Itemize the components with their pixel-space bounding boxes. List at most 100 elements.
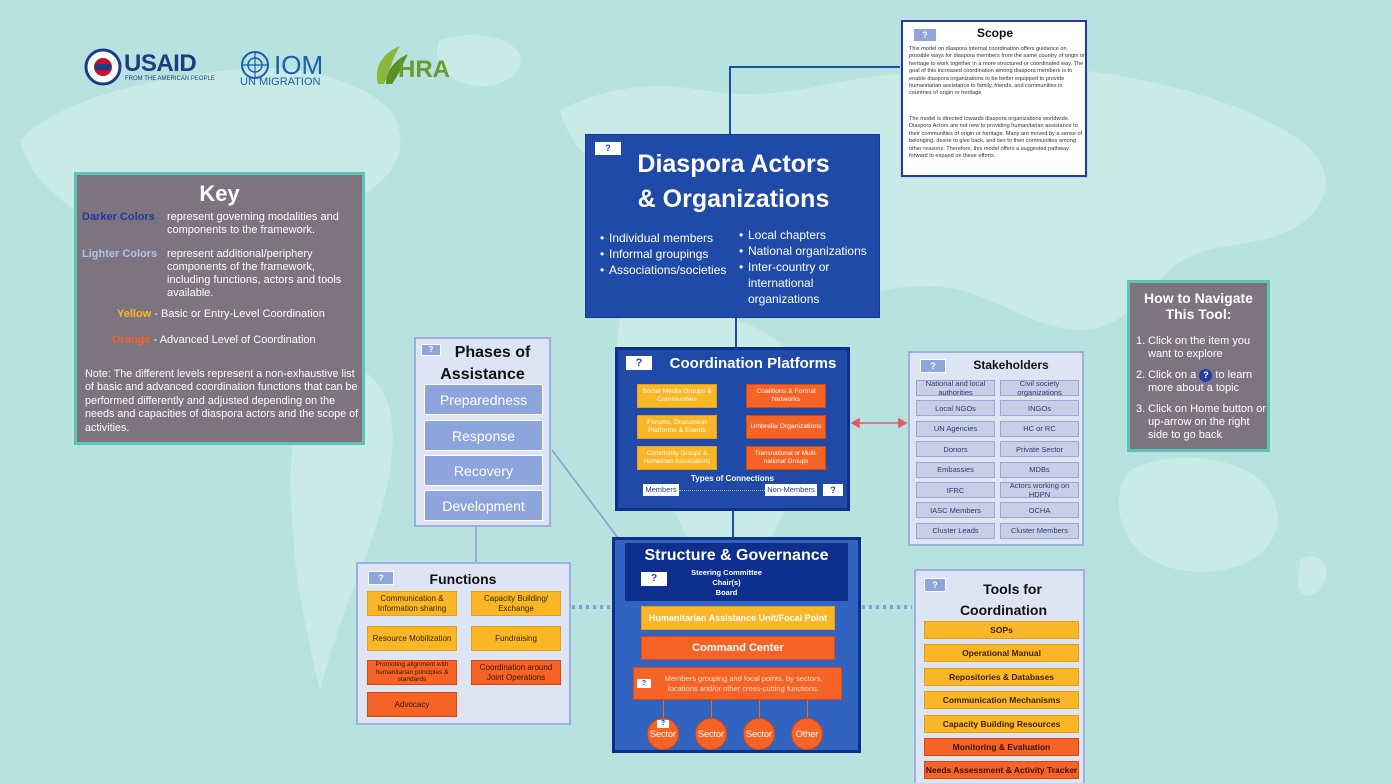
phases-panel[interactable]: ? Phases of Assistance Preparedness Resp… [414, 337, 551, 527]
key-darker-text: represent governing modalities and compo… [167, 211, 339, 236]
function-joint-operations[interactable]: Coordination around Joint Operations [471, 660, 561, 685]
actors-title-line2: & Organizations [637, 185, 830, 213]
phase-development[interactable]: Development [424, 490, 543, 521]
members-help-button[interactable]: ? [637, 679, 651, 688]
stakeholder-item[interactable]: UN Agencies [916, 420, 995, 437]
platform-community-groups[interactable]: Community Groups & Hometown Associations [637, 446, 717, 470]
connections-help-button[interactable]: ? [823, 484, 843, 496]
function-resource-mobilization[interactable]: Resource Mobilization [367, 626, 457, 651]
steering-committee: Steering Committee [691, 568, 762, 577]
platform-transnational[interactable]: Transnational or Multi-national Groups [746, 446, 826, 470]
stakeholder-item[interactable]: Actors working on HDPN [1000, 481, 1079, 499]
tools-title-line1: Tools for [983, 581, 1042, 597]
governance-bodies: Steering Committee Chair(s) Board [625, 568, 828, 598]
platform-social-media[interactable]: Social Media Groups & Communities [637, 384, 717, 408]
stakeholder-item[interactable]: Donors [916, 441, 995, 458]
stakeholder-item[interactable]: IFRC [916, 482, 995, 498]
stakeholder-item[interactable]: National and local authorities [916, 379, 995, 397]
key-lighter-text: represent additional/periphery component… [167, 248, 342, 299]
key-title: Key [199, 181, 240, 206]
phases-help-button[interactable]: ? [421, 344, 441, 356]
structure-help-button[interactable]: ? [641, 572, 667, 586]
stakeholder-item[interactable]: IASC Members [916, 502, 995, 519]
hra-logo: HRA [370, 44, 465, 88]
non-members-tag[interactable]: Non-Members [765, 484, 817, 496]
key-orange-row: Orange - Advanced Level of Coordination [112, 334, 357, 346]
sector-help-button[interactable]: ? [657, 720, 669, 728]
function-advocacy[interactable]: Advocacy [367, 692, 457, 717]
stakeholder-item[interactable]: Civil society organizations [1000, 379, 1079, 397]
scope-panel[interactable]: ? Scope This model on diaspora internal … [900, 19, 1088, 178]
tool-item[interactable]: Repositories & Databases [924, 667, 1079, 686]
diaspora-actors-panel[interactable]: ? Diaspora Actors & Organizations Indivi… [585, 134, 880, 318]
stakeholder-item[interactable]: MDBs [1000, 461, 1079, 478]
key-lighter-label: Lighter Colors [82, 248, 158, 260]
navigate-steps: 1.Click on the item you want to explore … [1136, 335, 1266, 442]
platforms-help-button[interactable]: ? [626, 356, 652, 370]
navigate-step-3: 3.Click on Home button or up-arrow on th… [1136, 403, 1266, 441]
actors-title-line1: Diaspora Actors [637, 150, 830, 178]
navigate-step-2-text-a: Click on a [1148, 369, 1197, 381]
key-yellow-label: Yellow [117, 308, 152, 320]
stakeholders-panel[interactable]: ? Stakeholders National and local author… [908, 351, 1084, 546]
hra-text: HRA [398, 56, 450, 83]
members-tag[interactable]: Members [643, 484, 679, 496]
scope-help-button[interactable]: ? [913, 28, 937, 42]
platform-umbrella[interactable]: Umbrella Organizations [746, 415, 826, 439]
list-item: National organizations [739, 243, 879, 259]
stakeholder-item[interactable]: OCHA [1000, 502, 1079, 519]
tool-item[interactable]: Operational Manual [924, 644, 1079, 663]
platform-forums[interactable]: Forums, Discussion Platforms & Events [637, 415, 717, 439]
stakeholder-item[interactable]: Private Sector [1000, 441, 1079, 458]
tools-help-button[interactable]: ? [924, 578, 946, 592]
command-center-tile[interactable]: Command Center [641, 636, 835, 660]
key-note: Note: The different levels represent a n… [85, 368, 359, 434]
structure-governance-panel[interactable]: Structure & Governance ? Steering Commit… [612, 537, 861, 753]
sector-circle-2[interactable]: Sector [695, 718, 727, 750]
humanitarian-unit-tile[interactable]: Humanitarian Assistance Unit/Focal Point [641, 606, 835, 630]
stakeholder-item[interactable]: Embassies [916, 461, 995, 478]
navigate-title-line1: How to Navigate [1144, 290, 1253, 306]
functions-panel[interactable]: ? Functions Communication & Information … [356, 562, 571, 725]
key-darker-label: Darker Colors [82, 211, 155, 223]
tool-item[interactable]: Monitoring & Evaluation [924, 738, 1079, 756]
tool-item[interactable]: SOPs [924, 621, 1079, 639]
phase-preparedness[interactable]: Preparedness [424, 384, 543, 415]
stakeholder-item[interactable]: Cluster Leads [916, 522, 995, 539]
stakeholder-item[interactable]: Local NGOs [916, 400, 995, 417]
tool-item[interactable]: Capacity Building Resources [924, 714, 1079, 733]
navigate-panel: How to Navigate This Tool: 1.Click on th… [1127, 280, 1270, 452]
navigate-step-1: 1.Click on the item you want to explore [1136, 335, 1266, 361]
stakeholders-title: Stakeholders [973, 358, 1049, 372]
functions-help-button[interactable]: ? [368, 571, 394, 585]
stakeholder-item[interactable]: HC or RC [1000, 420, 1079, 437]
actors-help-button[interactable]: ? [595, 142, 621, 155]
chairs: Chair(s) [712, 578, 741, 587]
circle-connectors [635, 700, 835, 718]
other-circle[interactable]: Other [791, 718, 823, 750]
platforms-title: Coordination Platforms [669, 355, 837, 372]
platform-coalitions[interactable]: Coalitions & Formal Networks [746, 384, 826, 408]
sector-circle-3[interactable]: Sector [743, 718, 775, 750]
stakeholder-item[interactable]: Cluster Members [1000, 522, 1079, 539]
phase-response[interactable]: Response [424, 420, 543, 451]
key-orange-label: Orange [112, 334, 151, 346]
phase-recovery[interactable]: Recovery [424, 455, 543, 486]
stakeholders-help-button[interactable]: ? [920, 359, 946, 373]
iom-text: IOM [274, 50, 324, 80]
stakeholder-item[interactable]: INGOs [1000, 400, 1079, 417]
function-communication[interactable]: Communication & Information sharing [367, 591, 457, 616]
key-orange-text: - Advanced Level of Coordination [153, 334, 316, 346]
function-promoting-alignment[interactable]: Promoting alignment with humanitarian pr… [367, 660, 457, 685]
tool-item[interactable]: Communication Mechanisms [924, 691, 1079, 710]
list-item: Local chapters [739, 227, 879, 243]
tool-item[interactable]: Needs Assessment & Activity Tracker [924, 761, 1079, 780]
function-fundraising[interactable]: Fundraising [471, 626, 561, 651]
members-grouping-tile[interactable]: Members grouping and focal points, by se… [633, 667, 842, 700]
phases-title-line2: Assistance [440, 366, 525, 383]
iom-logo: IOM UN MIGRATION [240, 50, 340, 90]
board: Board [715, 588, 738, 597]
coordination-platforms-panel[interactable]: ? Coordination Platforms Social Media Gr… [615, 347, 850, 511]
function-capacity-building[interactable]: Capacity Building/ Exchange [471, 591, 561, 616]
